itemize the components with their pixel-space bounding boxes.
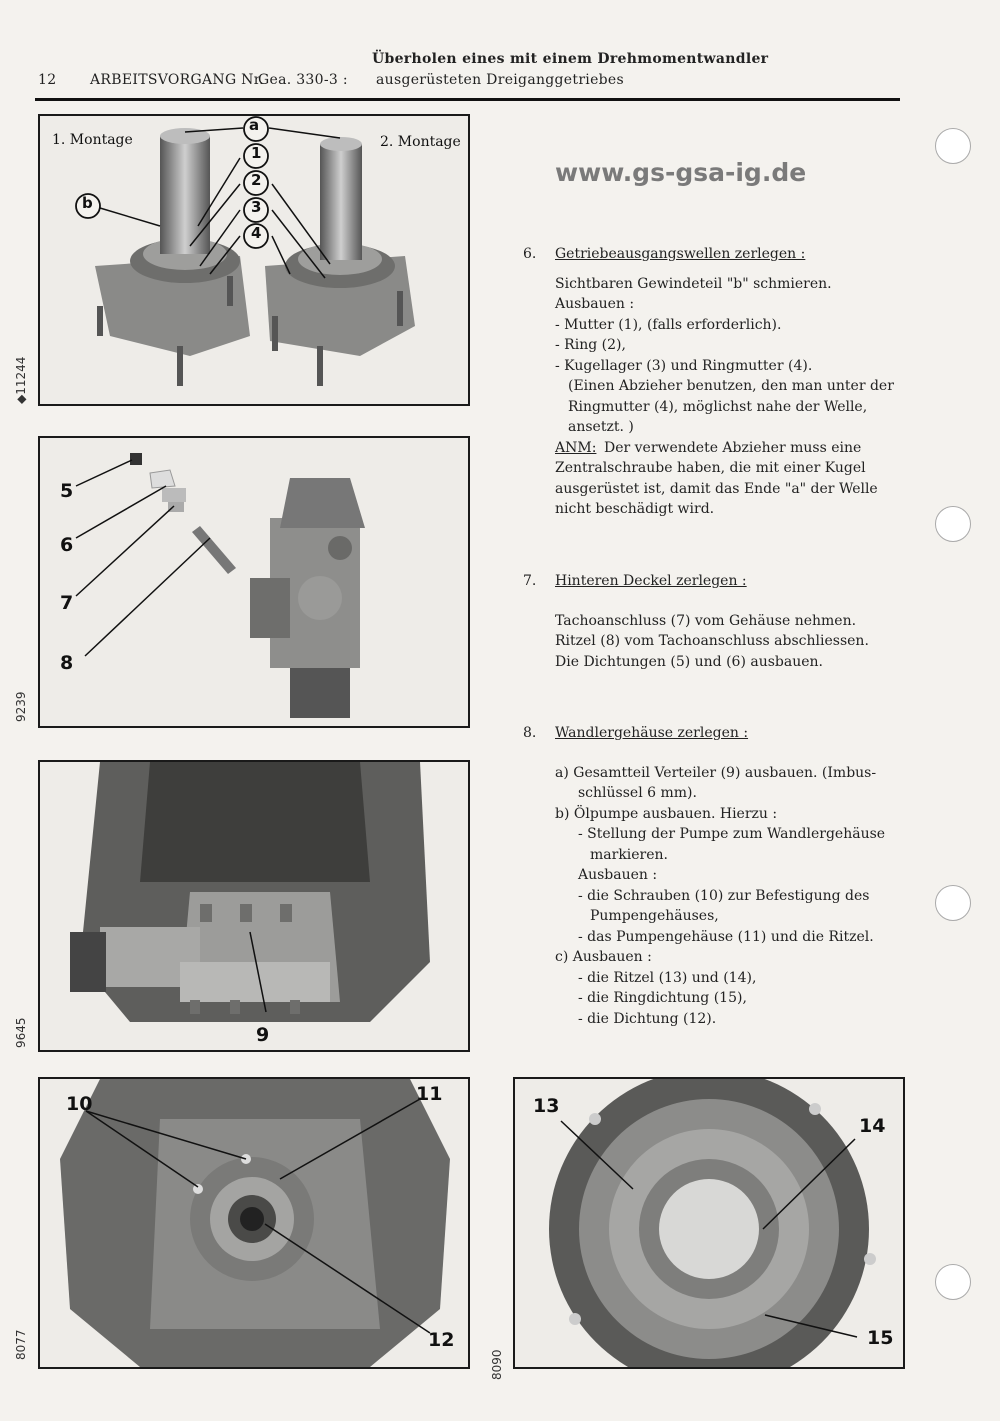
section-8-line: - die Dichtung (12). — [578, 1011, 717, 1027]
operation-code: Gea. 330-3 : — [258, 72, 348, 88]
section-6-note-line: nicht beschädigt wird. — [555, 501, 715, 517]
callout-2: 2 — [251, 171, 262, 189]
callout-b: b — [82, 194, 93, 212]
callout-3: 3 — [251, 198, 262, 216]
section-8-line: - die Ringdichtung (15), — [578, 990, 747, 1006]
binder-hole — [935, 1264, 971, 1300]
callout-a: a — [249, 116, 260, 134]
section-8-number: 8. — [523, 725, 537, 741]
figure-output-shafts: 1. Montage 2. Montage a 1 2 3 4 b — [38, 114, 470, 406]
figure-pump-housing: 10 11 12 — [38, 1077, 470, 1369]
figure-pump-gears: 13 14 15 — [513, 1077, 905, 1369]
section-7-line: Ritzel (8) vom Tachoanschluss abschliess… — [555, 633, 869, 649]
pump-housing-photo — [60, 1079, 450, 1367]
section-6-line: - Mutter (1), (falls erforderlich). — [555, 317, 782, 333]
section-8-line: markieren. — [590, 847, 669, 863]
section-6-line: Sichtbaren Gewindeteil "b" schmieren. — [555, 276, 832, 292]
section-7-number: 7. — [523, 573, 537, 589]
label-13: 13 — [533, 1095, 560, 1117]
section-7-heading: Hinteren Deckel zerlegen : — [555, 573, 747, 589]
section-7-line: Tachoanschluss (7) vom Gehäuse nehmen. — [555, 613, 857, 629]
page-number: 12 — [38, 72, 57, 88]
section-8-line: b) Ölpumpe ausbauen. Hierzu : — [555, 806, 778, 822]
section-8-line: Ausbauen : — [578, 867, 658, 883]
section-8-line: - das Pumpengehäuse (11) und die Ritzel. — [578, 929, 874, 945]
figure-rear-cover: 5 6 7 8 — [38, 436, 470, 728]
pump-gears-photo — [549, 1079, 876, 1367]
converter-housing-photo — [70, 762, 430, 1022]
label-9: 9 — [256, 1024, 270, 1046]
label-6: 6 — [60, 534, 74, 556]
section-6-line: - Ring (2), — [555, 337, 626, 353]
callout-1: 1 — [251, 144, 262, 162]
callout-4: 4 — [251, 224, 262, 242]
operation-label: ARBEITSVORGANG Nr. — [90, 72, 264, 88]
caption-second-assembly: 2. Montage — [380, 134, 461, 150]
binder-hole — [935, 885, 971, 921]
section-6-line: (Einen Abzieher benutzen, den man unter … — [568, 378, 894, 394]
document-title-line2: ausgerüsteten Dreiganggetriebes — [376, 72, 625, 88]
header-rule — [35, 98, 900, 101]
section-6-note-line: Zentralschraube haben, die mit einer Kug… — [555, 460, 866, 476]
binder-hole — [935, 506, 971, 542]
section-6-number: 6. — [523, 246, 537, 262]
label-12: 12 — [428, 1329, 455, 1351]
section-8-line: a) Gesamtteil Verteiler (9) ausbauen. (I… — [555, 765, 877, 781]
figure-code: 8077 — [14, 1329, 28, 1360]
label-8: 8 — [60, 652, 74, 674]
caption-first-assembly: 1. Montage — [52, 132, 133, 148]
section-8-line: c) Ausbauen : — [555, 949, 652, 965]
section-6-line: Ringmutter (4), möglichst nahe der Welle… — [568, 399, 868, 415]
website-watermark: www.gs-gsa-ig.de — [555, 158, 807, 187]
figure-converter-housing: 9 — [38, 760, 470, 1052]
section-6-line: Ausbauen : — [555, 296, 635, 312]
label-11: 11 — [416, 1083, 443, 1105]
section-6-note-line: Der verwendete Abzieher muss eine — [604, 440, 862, 456]
section-8-line: - die Ritzel (13) und (14), — [578, 970, 757, 986]
document-title-line1: Überholen eines mit einem Drehmomentwand… — [372, 51, 769, 67]
section-8-line: - die Schrauben (10) zur Befestigung des — [578, 888, 870, 904]
section-8-line: schlüssel 6 mm). — [578, 785, 697, 801]
label-5: 5 — [60, 480, 74, 502]
section-6-line: - Kugellager (3) und Ringmutter (4). — [555, 358, 813, 374]
figure-code: 9239 — [14, 691, 28, 722]
label-14: 14 — [859, 1115, 886, 1137]
section-7-line: Die Dichtungen (5) und (6) ausbauen. — [555, 654, 824, 670]
section-6-heading: Getriebeausgangswellen zerlegen : — [555, 246, 806, 262]
section-6-note-label: ANM: — [555, 440, 597, 456]
section-6-note-line: ausgerüstet ist, damit das Ende "a" der … — [555, 481, 878, 497]
rear-cover-photo — [75, 453, 365, 718]
section-8-line: - Stellung der Pumpe zum Wandlergehäuse — [578, 826, 886, 842]
figure-code: ◆11244 — [14, 356, 28, 404]
section-8-line: Pumpengehäuses, — [590, 908, 719, 924]
label-15: 15 — [867, 1327, 894, 1349]
section-8-heading: Wandlergehäuse zerlegen : — [555, 725, 749, 741]
figure-code: 9645 — [14, 1017, 28, 1048]
section-6-line: ansetzt. ) — [568, 419, 634, 435]
label-7: 7 — [60, 592, 74, 614]
binder-hole — [935, 128, 971, 164]
label-10: 10 — [66, 1093, 93, 1115]
figure-code: 8090 — [490, 1349, 504, 1380]
output-shafts-photo — [75, 116, 415, 386]
